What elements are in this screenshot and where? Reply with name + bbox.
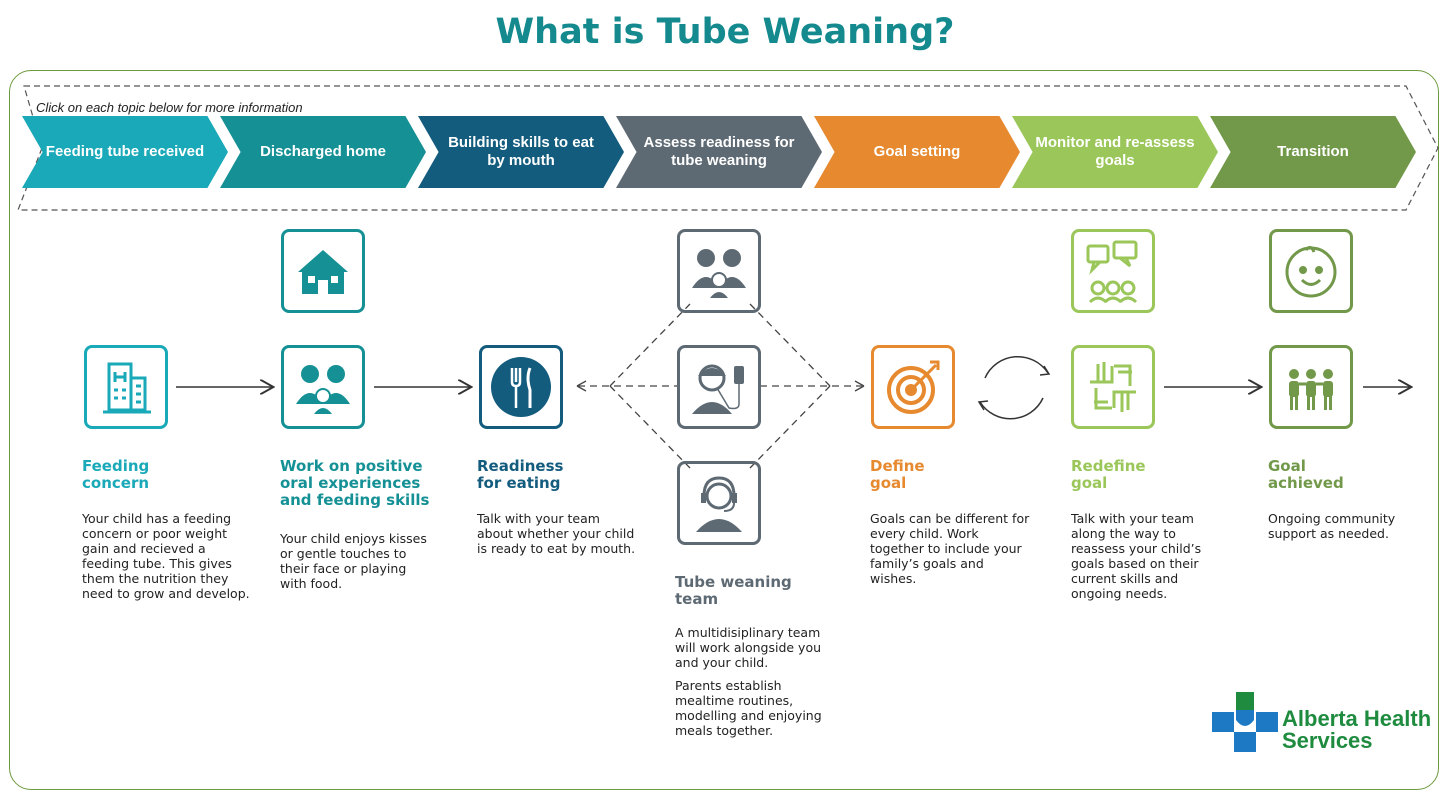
step-assess-readiness[interactable]: Assess readiness for tube weaning [616, 116, 822, 188]
step-monitor-reassess[interactable]: Monitor and re-assess goals [1012, 116, 1218, 188]
step-transition[interactable]: Transition [1210, 116, 1416, 188]
hands-together-icon [1071, 345, 1155, 429]
fork-knife-icon [479, 345, 563, 429]
stage-heading-define-goal: Define goal [870, 457, 925, 492]
stage-text-redefine-goal: Talk with your team along the way to rea… [1071, 511, 1202, 601]
stage-text-feeding-concern: Your child has a feeding concern or poor… [82, 511, 250, 601]
speech-bubbles-group-icon [1071, 229, 1155, 313]
alberta-health-services-logo [1212, 692, 1278, 752]
stage-heading-readiness: Readiness for eating [477, 457, 564, 492]
step-discharged-home[interactable]: Discharged home [220, 116, 426, 188]
baby-face-icon [1269, 229, 1353, 313]
instruction-text: Click on each topic below for more infor… [36, 100, 303, 115]
stage-text-goal-achieved: Ongoing community support as needed. [1268, 511, 1396, 541]
people-group-icon [1269, 345, 1353, 429]
logo-line-2: Services [1282, 728, 1373, 753]
family-icon [281, 345, 365, 429]
stage-heading-goal-achieved: Goal achieved [1268, 457, 1344, 492]
stage-heading-redefine-goal: Redefine goal [1071, 457, 1146, 492]
step-feeding-tube-received[interactable]: Feeding tube received [22, 116, 228, 188]
house-icon [281, 229, 365, 313]
hospital-icon [84, 345, 168, 429]
logo-text: Alberta Health Services [1282, 708, 1431, 752]
headset-nurse-icon [677, 461, 761, 545]
page-title: What is Tube Weaning? [495, 12, 955, 52]
stage-text-parents: Parents establish mealtime routines, mod… [675, 678, 822, 738]
logo-line-1: Alberta Health [1282, 706, 1432, 731]
step-goal-setting[interactable]: Goal setting [814, 116, 1020, 188]
topic-bar-outline [17, 85, 1439, 211]
stage-text-readiness: Talk with your team about whether your c… [477, 511, 636, 556]
patient-with-tube-icon [677, 345, 761, 429]
stage-heading-feeding-concern: Feeding concern [82, 457, 150, 492]
stage-text-team: A multidisiplinary team will work alongs… [675, 625, 822, 670]
content-frame [9, 70, 1439, 790]
stage-text-define-goal: Goals can be different for every child. … [870, 511, 1030, 586]
stage-heading-tube-weaning-team: Tube weaning team [675, 573, 792, 608]
stage-heading-oral-experiences: Work on positive oral experiences and fe… [280, 457, 430, 509]
target-icon [871, 345, 955, 429]
family-icon [677, 229, 761, 313]
stage-text-oral-experiences: Your child enjoys kisses or gentle touch… [280, 531, 427, 591]
step-building-skills[interactable]: Building skills to eat by mouth [418, 116, 624, 188]
